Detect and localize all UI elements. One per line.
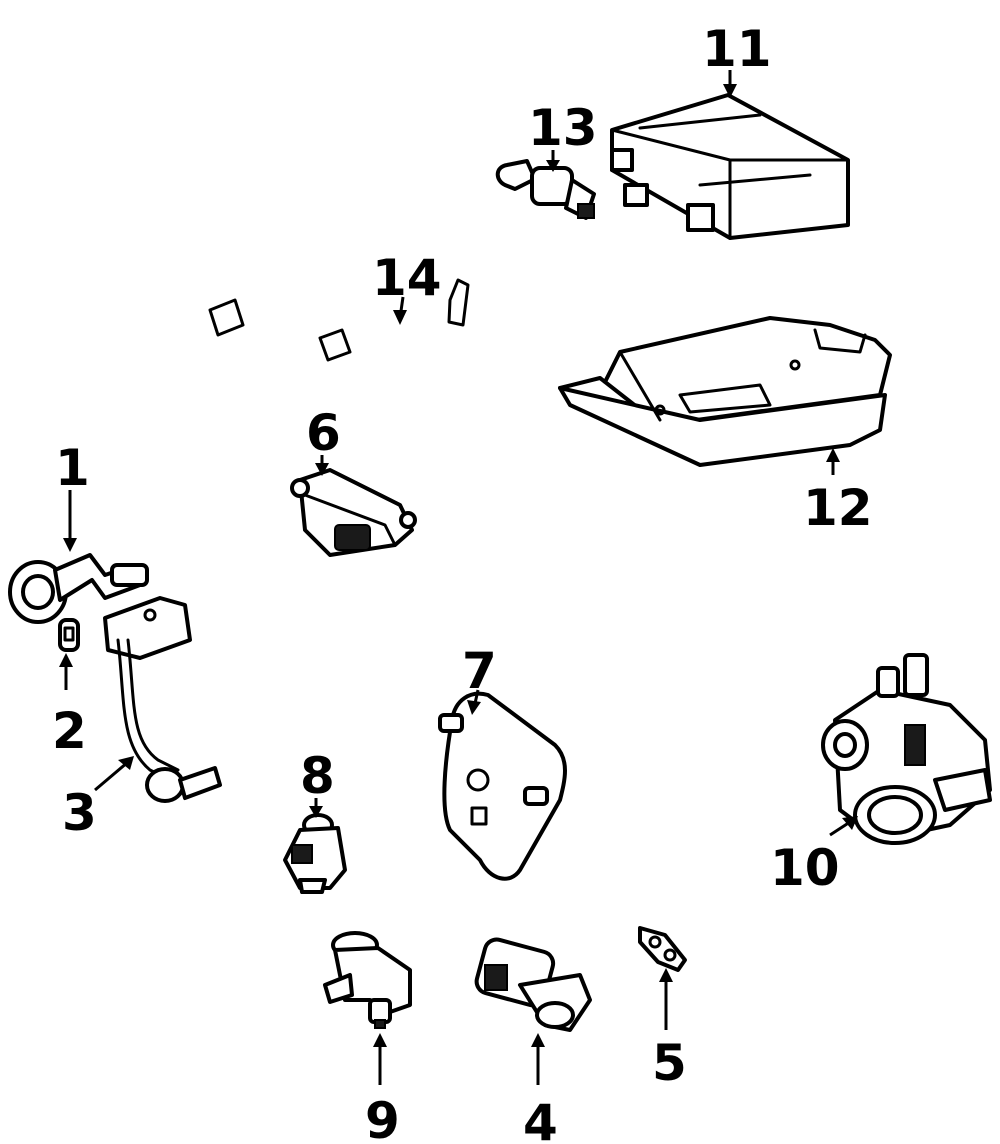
leader-2 bbox=[59, 653, 73, 690]
callout-8: 8 bbox=[300, 747, 335, 805]
leader-5 bbox=[659, 968, 673, 1030]
callout-3: 3 bbox=[62, 784, 97, 842]
part-9-valve-body bbox=[323, 931, 412, 1029]
leader-7 bbox=[467, 689, 481, 715]
part-2-gasket bbox=[58, 618, 80, 652]
leader-14 bbox=[393, 296, 407, 325]
callout-12: 12 bbox=[803, 479, 873, 537]
part-11-canister bbox=[610, 93, 850, 240]
part-10-actuator bbox=[821, 653, 992, 845]
callout-4: 4 bbox=[523, 1094, 558, 1144]
leader-3 bbox=[94, 756, 134, 792]
leader-8 bbox=[309, 798, 323, 818]
callout-2: 2 bbox=[52, 702, 87, 760]
callout-5: 5 bbox=[652, 1034, 687, 1092]
part-3-egr-tube bbox=[103, 596, 222, 803]
part-7-plate bbox=[438, 691, 567, 881]
leader-4 bbox=[531, 1033, 545, 1085]
callout-13: 13 bbox=[528, 99, 598, 157]
leader-10 bbox=[829, 816, 858, 837]
callout-14: 14 bbox=[372, 249, 442, 307]
part-1-egr-valve bbox=[8, 553, 149, 624]
callout-7: 7 bbox=[462, 642, 497, 700]
callout-1: 1 bbox=[55, 439, 90, 497]
leader-11 bbox=[723, 70, 737, 98]
leader-12 bbox=[826, 448, 840, 475]
leader-9 bbox=[373, 1033, 387, 1085]
part-6-sensor bbox=[290, 468, 417, 557]
part-5-gasket bbox=[638, 926, 687, 972]
callout-9: 9 bbox=[365, 1092, 400, 1144]
part-13-valve bbox=[495, 159, 596, 220]
part-8-solenoid bbox=[283, 813, 347, 894]
leader-13 bbox=[546, 150, 560, 172]
part-4-motor bbox=[474, 937, 592, 1032]
callout-6: 6 bbox=[306, 404, 341, 462]
part-12-tray bbox=[558, 316, 892, 467]
callout-10: 10 bbox=[770, 839, 840, 897]
leader-6 bbox=[315, 455, 329, 476]
part-14-hose bbox=[123, 222, 572, 382]
callout-11: 11 bbox=[702, 20, 772, 78]
leader-1 bbox=[63, 490, 77, 552]
